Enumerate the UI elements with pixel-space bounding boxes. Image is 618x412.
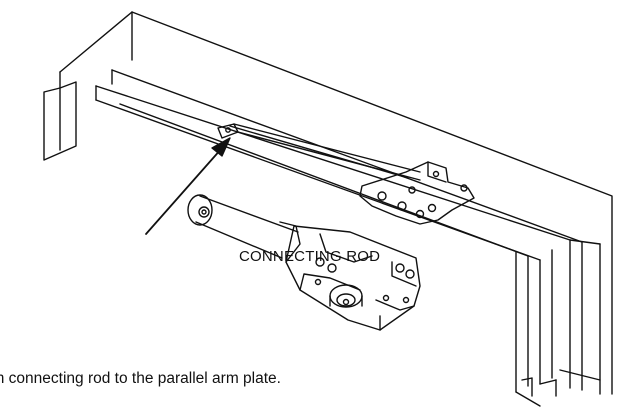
door-closer-body xyxy=(187,194,421,331)
instruction-caption: ch connecting rod to the parallel arm pl… xyxy=(0,370,281,387)
door-frame xyxy=(43,11,613,407)
connecting-rod xyxy=(217,123,421,181)
parallel-arm-plate xyxy=(359,161,475,225)
callout-arrow xyxy=(145,137,231,235)
connecting-rod-label: CONNECTING ROD xyxy=(239,248,381,265)
